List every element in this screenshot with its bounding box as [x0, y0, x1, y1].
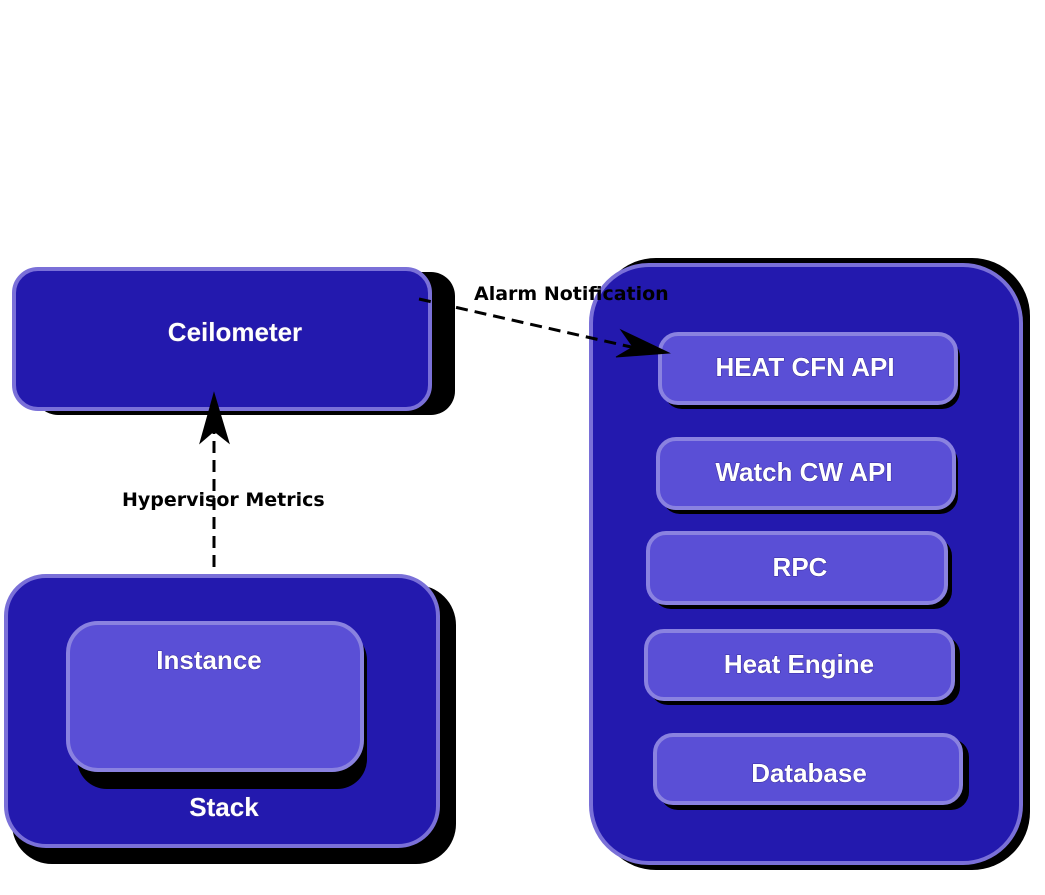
ceilometer-label: Ceilometer: [168, 317, 302, 347]
hypervisor-metrics-edge: Hypervisor Metrics: [122, 391, 325, 567]
heat-engine-node: Heat Engine: [644, 629, 960, 705]
alarm-notification-label: Alarm Notification: [474, 283, 669, 305]
instance-node: Instance: [66, 621, 367, 789]
hypervisor-metrics-label: Hypervisor Metrics: [122, 489, 325, 511]
rpc-node: RPC: [646, 531, 952, 609]
watch-cw-api-label: Watch CW API: [715, 457, 892, 487]
heat-engine-label: Heat Engine: [724, 649, 874, 679]
hypervisor-metrics-arrowhead: [199, 391, 230, 445]
instance-box: [66, 621, 364, 772]
heat-cfn-api-node: HEAT CFN API: [658, 332, 960, 409]
rpc-label: RPC: [773, 552, 828, 582]
heat-cfn-api-label: HEAT CFN API: [715, 352, 894, 382]
watch-cw-api-node: Watch CW API: [656, 437, 958, 514]
stack-label: Stack: [189, 792, 259, 822]
alarm-notification-arrowhead: [615, 328, 671, 358]
heat-cfn-api-box: [658, 332, 958, 405]
alarm-notification-edge: Alarm Notification: [418, 283, 671, 358]
ceilometer-box: [12, 267, 432, 411]
watch-cw-api-box: [656, 437, 956, 510]
heat-engine-box: [644, 629, 955, 701]
ceilometer-node: Ceilometer: [12, 267, 455, 415]
database-box: [653, 733, 963, 805]
rpc-box: [646, 531, 948, 605]
instance-label: Instance: [156, 645, 262, 675]
database-node: Database: [653, 733, 969, 810]
stack-node: Instance Stack: [4, 574, 456, 864]
database-label: Database: [751, 758, 867, 788]
